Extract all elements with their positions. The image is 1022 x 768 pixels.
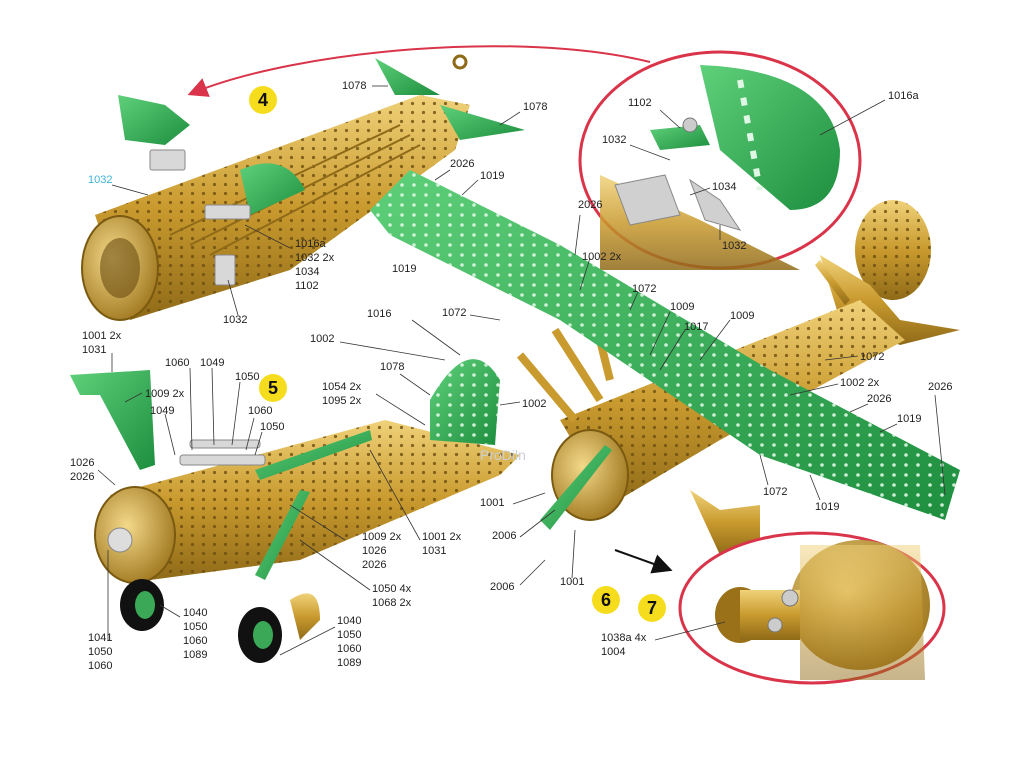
part-label: 1032 — [602, 134, 626, 146]
part-label: 1032 2x — [295, 252, 335, 264]
step6-badge: 6 — [592, 586, 620, 614]
part-label: 1002 — [522, 398, 546, 410]
step4-fuselage — [81, 54, 525, 321]
part-label: 1050 — [88, 646, 112, 658]
part-label: 1050 4x — [372, 583, 412, 595]
part-label: 1019 — [897, 413, 921, 425]
part-label: 1032 — [88, 174, 112, 186]
callout-arrow-top — [187, 45, 651, 97]
part-label: 1078 — [523, 101, 547, 113]
part-label: 1060 — [88, 660, 112, 672]
part-label: 1060 — [248, 405, 272, 417]
part-label: 1050 — [337, 629, 361, 641]
part-label: 1049 — [150, 405, 174, 417]
zoom-inset-bottom — [678, 531, 946, 685]
part-label: 1040 — [183, 607, 207, 619]
part-label: 1050 — [235, 371, 259, 383]
part-label: 1050 — [183, 621, 207, 633]
part-label: 1009 2x — [362, 531, 402, 543]
part-label: 1089 — [337, 657, 361, 669]
wing-label-1002-top: 1002 — [310, 333, 334, 345]
part-label: 1034 — [712, 181, 736, 193]
step-number-5: 5 — [268, 378, 278, 398]
step7-badge: 7 — [638, 594, 666, 622]
part-label: 1060 — [165, 357, 189, 369]
part-label: 1019 — [480, 170, 504, 182]
part-label: 1026 — [362, 545, 386, 557]
part-label: 1102 — [628, 97, 652, 109]
part-label: 1009 — [730, 310, 754, 322]
step5-fuselage — [70, 359, 520, 663]
part-label: 1054 2x — [322, 381, 362, 393]
part-label: 1038a 4x — [601, 632, 647, 644]
part-label: 1002 2x — [582, 251, 622, 263]
part-label: 1009 — [670, 301, 694, 313]
part-label: 1078 — [342, 80, 366, 92]
part-label: 1078 — [380, 361, 404, 373]
callout-arrow-bottom — [614, 549, 673, 574]
part-label: 2026 — [928, 381, 952, 393]
part-label: 1016 — [367, 308, 391, 320]
step4-badge: 4 — [249, 86, 277, 114]
part-label: 1002 — [310, 333, 334, 345]
part-label: 1001 — [480, 497, 504, 509]
part-label: 1050 — [260, 421, 284, 433]
wing-labels: 2026 1019 1019 2026 1002 2x 1072 1072 10… — [322, 158, 952, 513]
part-label: 1019 — [815, 501, 839, 513]
step5-labels: 1001 2x 1031 1060 1049 1050 1009 2x 1049… — [70, 330, 462, 672]
part-label: 1060 — [337, 643, 361, 655]
part-label: 1072 — [763, 486, 787, 498]
part-label: 2006 — [492, 530, 516, 542]
part-label: 1072 — [442, 307, 466, 319]
part-label: 1060 — [183, 635, 207, 647]
part-label: 1072 — [632, 283, 656, 295]
part-label: 1095 2x — [322, 395, 362, 407]
part-label: 1001 — [560, 576, 584, 588]
part-label: 1004 — [601, 646, 625, 658]
step-number-4: 4 — [258, 90, 268, 110]
part-label: 1032 — [223, 314, 247, 326]
step-number-7: 7 — [647, 598, 657, 618]
part-label: 2026 — [70, 471, 94, 483]
part-label: 1026 — [70, 457, 94, 469]
zoom-inset-top — [578, 50, 862, 270]
part-label: 2026 — [578, 199, 602, 211]
part-label: 1032 — [722, 240, 746, 252]
part-label: 2026 — [362, 559, 386, 571]
part-label: 2006 — [490, 581, 514, 593]
part-label: 1031 — [82, 344, 106, 356]
part-label: 1009 2x — [145, 388, 185, 400]
part-label: 1001 2x — [422, 531, 462, 543]
watermark: ProDiln — [480, 447, 526, 463]
part-label: 1002 2x — [840, 377, 880, 389]
part-label: 1041 — [88, 632, 112, 644]
step6-labels: 1001 2006 2006 1001 — [480, 497, 584, 593]
zoom-inset-bottom-labels: 1038a 4x 1004 — [601, 632, 647, 658]
part-label: 1001 2x — [82, 330, 122, 342]
step4-labels: 1078 1078 1032 1016a 1032 2x 1034 1102 1… — [88, 80, 547, 326]
part-label: 1049 — [200, 357, 224, 369]
part-label: 1089 — [183, 649, 207, 661]
part-label: 1040 — [337, 615, 361, 627]
part-label: 2026 — [867, 393, 891, 405]
part-label: 1016a — [295, 238, 326, 250]
leader-lines — [97, 85, 946, 656]
part-label: 1031 — [422, 545, 446, 557]
zoom-inset-top-labels: 1102 1016a 1032 1034 1032 — [602, 90, 919, 252]
part-label: 1068 2x — [372, 597, 412, 609]
part-label: 1034 — [295, 266, 319, 278]
step-number-6: 6 — [601, 590, 611, 610]
step5-badge: 5 — [259, 374, 287, 402]
part-label: 2026 — [450, 158, 474, 170]
part-label: 1072 — [860, 351, 884, 363]
part-label: 1016a — [888, 90, 919, 102]
main-aircraft — [370, 170, 960, 555]
part-label: 1017 — [684, 321, 708, 333]
part-label: 1019 — [392, 263, 416, 275]
part-label: 1102 — [295, 280, 319, 292]
